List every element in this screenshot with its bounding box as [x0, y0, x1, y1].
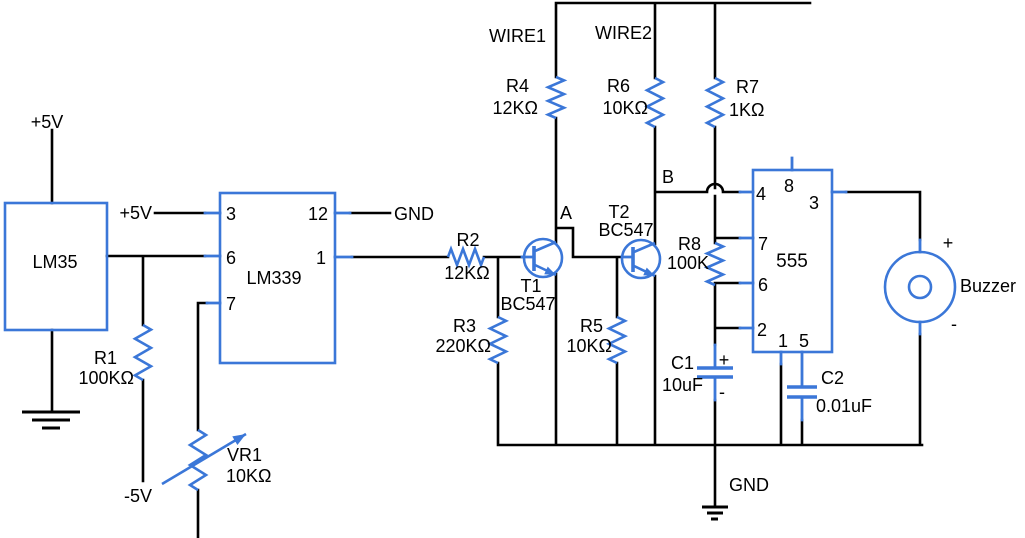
label-c1-minus: -	[719, 382, 725, 402]
pin-label-555-6: 6	[758, 275, 768, 295]
t2-collector-lead	[633, 241, 656, 254]
t2-emitter-arrow-icon	[643, 267, 655, 276]
timer-555-box	[751, 168, 834, 354]
label-r3-value: 220KΩ	[436, 336, 492, 356]
label-lm339: LM339	[246, 268, 301, 288]
pin-label-lm339-7: 7	[226, 294, 236, 314]
label-c2-name: C2	[821, 368, 844, 388]
resistor-r4-symbol	[544, 75, 568, 120]
label-r4-name: R4	[506, 76, 529, 96]
label-vcc-lm35: +5V	[31, 112, 64, 132]
label-r6-value: 10KΩ	[603, 98, 648, 118]
pin-label-555-5: 5	[799, 331, 809, 351]
vr1-arrow	[161, 432, 247, 486]
resistor-r2-symbol	[446, 245, 486, 269]
t1-emitter-arrow-icon	[544, 266, 556, 275]
vr1-arrowhead-icon	[232, 434, 246, 445]
label-vcc-lm339: +5V	[119, 203, 152, 223]
label-r6-name: R6	[607, 76, 630, 96]
pin-label-lm339-6: 6	[226, 248, 236, 268]
pin-label-555-1: 1	[778, 331, 788, 351]
label-t2-part: BC547	[598, 220, 653, 240]
resistor-r7-symbol	[704, 76, 726, 129]
label-wire1: WIRE1	[489, 26, 546, 46]
resistor-r1-symbol	[132, 323, 154, 382]
label-gnd-lm339: GND	[394, 204, 434, 224]
label-r1-value: 100KΩ	[79, 368, 135, 388]
label-r3-name: R3	[453, 316, 476, 336]
lm339-box	[218, 191, 337, 365]
buzzer-inner-circle	[907, 274, 933, 300]
label-buzzer: Buzzer	[960, 276, 1016, 296]
resistor-r8-symbol	[703, 241, 727, 287]
pin-label-lm339-1: 1	[316, 248, 326, 268]
pin-label-555-4: 4	[756, 184, 766, 204]
resistor-r5-symbol	[605, 315, 629, 365]
label-c1-name: C1	[671, 353, 694, 373]
resistor-r6-symbol	[644, 76, 666, 129]
pin-label-lm339-3: 3	[226, 204, 236, 224]
label-r5-name: R5	[580, 316, 603, 336]
label-r8-value: 100K	[667, 253, 709, 273]
pin-stubs	[203, 156, 922, 422]
label-t1-part: BC547	[500, 294, 555, 314]
label-c1-value: 10uF	[662, 375, 703, 395]
label-r4-value: 12KΩ	[493, 98, 538, 118]
label-t1-name: T1	[520, 276, 541, 296]
label-vr1-name: VR1	[227, 445, 262, 465]
ground-symbol-lm35	[22, 410, 80, 430]
label-r2-value: 12KΩ	[444, 263, 489, 283]
label-r7-value: 1KΩ	[729, 100, 764, 120]
pin-label-555-7: 7	[758, 234, 768, 254]
t1-circle	[522, 237, 564, 279]
pin-label-555-2: 2	[757, 320, 767, 340]
ground-symbol-main	[702, 505, 728, 521]
label-gnd-main: GND	[729, 475, 769, 495]
label-buzzer-minus: -	[951, 314, 957, 334]
t2-circle	[620, 238, 662, 280]
label-c2-value: 0.01uF	[816, 396, 872, 416]
label-buzzer-plus: +	[943, 233, 954, 253]
capacitor-c2-symbol	[787, 385, 817, 399]
transistor-t1-symbol	[522, 237, 564, 279]
label-lm35: LM35	[32, 252, 77, 272]
label-c1-plus: +	[719, 350, 730, 370]
pin-label-555-3: 3	[809, 193, 819, 213]
label-r7-name: R7	[736, 77, 759, 97]
pin-label-lm339-12: 12	[308, 204, 328, 224]
buzzer-symbol	[883, 250, 957, 324]
label-wire2: WIRE2	[595, 23, 652, 43]
label-r5-value: 10KΩ	[567, 336, 612, 356]
potentiometer-vr1-symbol	[187, 428, 209, 492]
pin-label-555-8: 8	[784, 176, 794, 196]
label-vneg: -5V	[124, 486, 152, 506]
transistor-t2-symbol	[620, 238, 662, 280]
label-node-b: B	[662, 167, 674, 187]
circuit-wiring	[50, 1, 924, 538]
label-t2-name: T2	[608, 202, 629, 222]
lm35-box	[3, 201, 109, 332]
buzzer-outer-circle	[883, 250, 957, 324]
label-node-a: A	[560, 203, 572, 223]
label-r2-name: R2	[456, 230, 479, 250]
label-vr1-value: 10KΩ	[226, 466, 271, 486]
t1-collector-lead	[534, 240, 557, 253]
resistor-r3-symbol	[486, 315, 510, 365]
capacitor-c1-symbol	[697, 366, 733, 379]
label-555: 555	[776, 251, 808, 272]
label-r1-name: R1	[94, 348, 117, 368]
label-r8-name: R8	[678, 234, 701, 254]
